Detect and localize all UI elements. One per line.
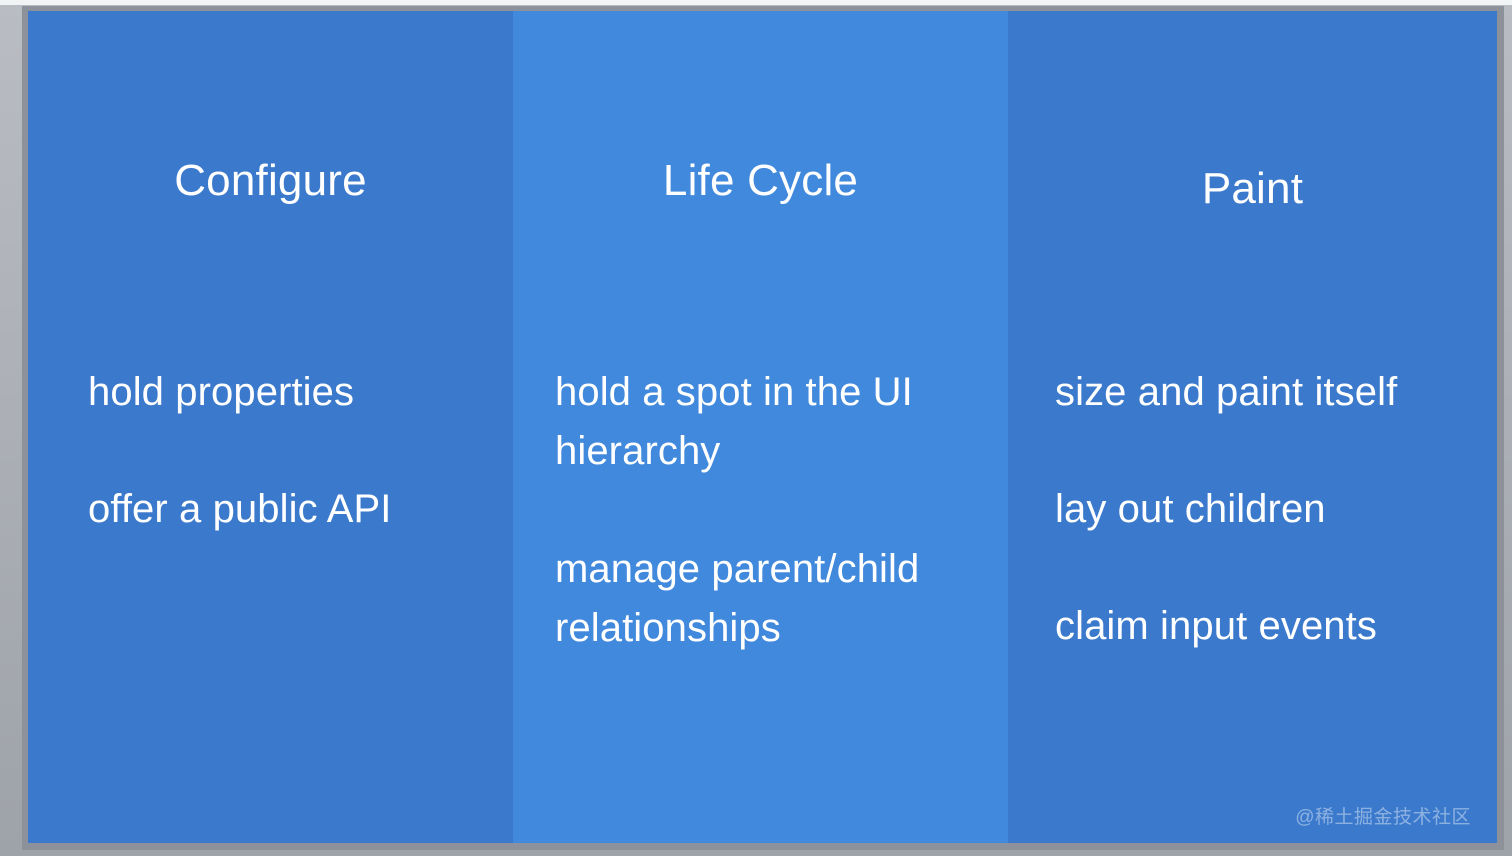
column-heading-paint: Paint [1201,164,1304,213]
column-heading-life-cycle: Life Cycle [662,156,859,205]
column-paint: Paint size and paint itself lay out chil… [1008,11,1497,843]
column-heading-configure: Configure [174,156,367,205]
list-item: offer a public API [88,487,392,531]
list-item: hold properties [88,370,355,414]
column-body-life-cycle: hold a spot in the UI hierarchy manage p… [555,363,955,717]
column-body-paint: size and paint itself lay out children c… [1055,363,1475,656]
list-item: claim input events [1055,604,1377,648]
list-item: lay out children [1055,487,1326,531]
column-life-cycle: Life Cycle hold a spot in the UI hierarc… [513,11,1008,843]
list-item: size and paint itself [1055,370,1398,414]
slide-canvas: Configure hold properties offer a public… [28,11,1497,843]
column-body-configure: hold properties offer a public API [88,363,488,539]
list-item: manage parent/child relationships [555,547,920,650]
watermark: @稀土掘金技术社区 [1295,807,1471,828]
column-configure: Configure hold properties offer a public… [28,11,513,843]
list-item: hold a spot in the UI hierarchy [555,370,913,473]
